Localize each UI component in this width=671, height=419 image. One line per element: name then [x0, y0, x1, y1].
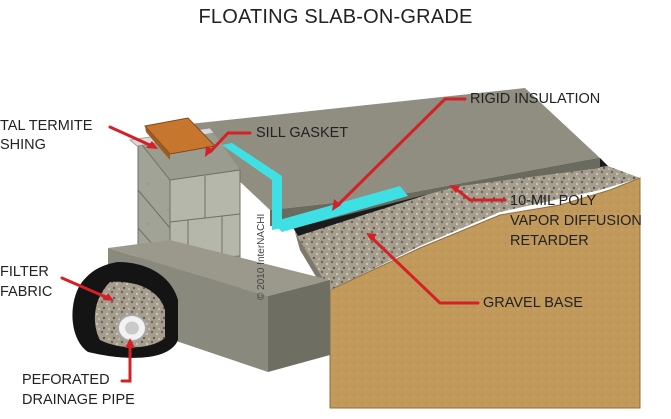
label-termite-flashing-line2: SHING: [0, 137, 46, 153]
label-drainage-pipe-line1: PEFORATED: [22, 372, 110, 388]
label-poly-line3: RETARDER: [510, 233, 589, 249]
footing-top: [108, 240, 330, 296]
footing-side: [268, 280, 330, 372]
label-filter-fabric-line1: FILTER: [0, 264, 49, 280]
copyright-notice: © 2010 InterNACHI: [256, 213, 267, 300]
label-poly-line2: VAPOR DIFFUSION: [510, 213, 642, 229]
gravel-base-top: [295, 165, 640, 290]
label-gravel-base: GRAVEL BASE: [483, 295, 583, 311]
leader-arrowheads: [103, 141, 460, 348]
rigid-insulation-horizontal: [272, 186, 408, 232]
drainage-pipe-bore: [125, 321, 139, 335]
wood-sill-end: [145, 126, 170, 160]
slab-top: [180, 88, 600, 210]
label-poly-line1: 10-MIL POLY: [510, 193, 597, 209]
leader-lines: [60, 97, 507, 383]
soil-front: [329, 177, 641, 409]
label-filter-fabric-line2: FABRIC: [0, 284, 53, 300]
label-drainage-pipe-line2: DRAINAGE PIPE: [22, 392, 135, 408]
label-termite-flashing-line1: TAL TERMITE: [0, 118, 93, 134]
diagram-title: FLOATING SLAB-ON-GRADE: [198, 6, 473, 28]
label-rigid-insulation: RIGID INSULATION: [470, 91, 601, 107]
label-sill-gasket: SILL GASKET: [256, 125, 349, 141]
